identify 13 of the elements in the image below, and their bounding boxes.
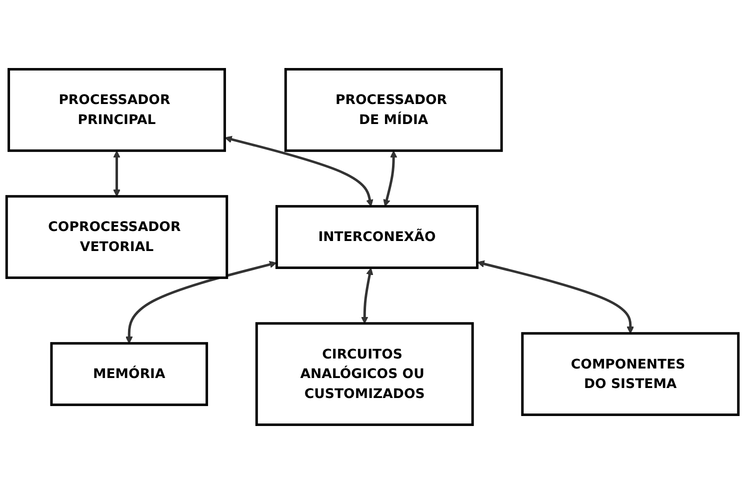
node-box: PROCESSADOR DE MÍDIA	[284, 68, 503, 152]
node-box: INTERCONEXÃO	[275, 205, 479, 269]
arrow	[113, 150, 120, 197]
arrow	[224, 136, 374, 207]
arrow	[383, 150, 398, 207]
arrow	[125, 260, 277, 344]
node-box: COMPONENTES DO SISTEMA	[521, 332, 740, 416]
node-box: CIRCUITOS ANALÓGICOS OU CUSTOMIZADOS	[255, 322, 474, 426]
node-box: MEMÓRIA	[50, 342, 208, 406]
node-box: COPROCESSADOR VETORIAL	[5, 195, 228, 279]
arrow	[360, 268, 374, 324]
node-box: PROCESSADOR PRINCIPAL	[8, 68, 226, 152]
arrow	[477, 260, 634, 334]
